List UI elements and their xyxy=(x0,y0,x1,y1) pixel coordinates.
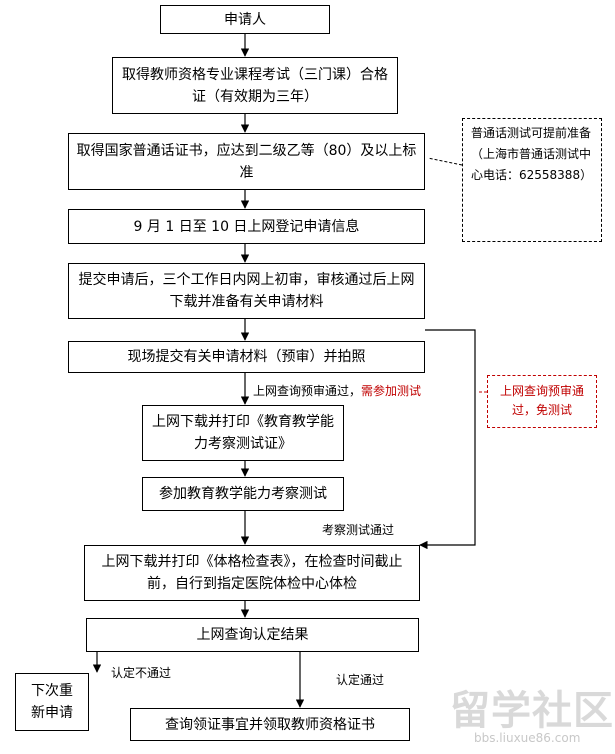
box-step2: 取得国家普通话证书，应达到二级乙等（80）及以上标准 xyxy=(68,133,425,190)
box-step8: 上网下载并打印《体格检查表》，在检查时间截止前，自行到指定医院体检中心体检 xyxy=(84,545,420,601)
label-need-test-red: 需参加测试 xyxy=(361,384,422,398)
label-preaudit-text: 上网查询预审通过， xyxy=(253,384,362,398)
box-fail-reapply: 下次重新申请 xyxy=(15,673,89,731)
box-step7: 参加教育教学能力考察测试 xyxy=(142,477,344,511)
watermark-logo: 留学社区 xyxy=(450,688,614,734)
label-preaudit-need-test: 上网查询预审通过，需参加测试 xyxy=(253,382,421,399)
box-step1: 取得教师资格专业课程考试（三门课）合格证（有效期为三年） xyxy=(112,57,398,114)
label-not-passed: 认定不通过 xyxy=(111,666,172,680)
box-step9: 上网查询认定结果 xyxy=(86,618,419,652)
note-connector-mandarin xyxy=(427,157,463,166)
label-passed: 认定通过 xyxy=(336,673,385,687)
box-applicant: 申请人 xyxy=(160,5,330,34)
box-final: 查询领证事宜并领取教师资格证书 xyxy=(130,708,410,741)
note-exempt: 上网查询预审通过，免测试 xyxy=(487,375,597,428)
label-test-passed: 考察测试通过 xyxy=(322,523,395,537)
watermark-url: bbs.liuxue86.com xyxy=(474,731,581,745)
box-step6: 上网下载并打印《教育教学能力考察测试证》 xyxy=(142,405,344,461)
arrow-bypass-to-step8 xyxy=(419,329,476,550)
box-step5: 现场提交有关申请材料（预审）并拍照 xyxy=(68,341,425,373)
box-step4: 提交申请后，三个工作日内网上初审，审核通过后上网下载并准备有关申请材料 xyxy=(68,263,425,319)
box-step3: 9 月 1 日至 10 日上网登记申请信息 xyxy=(68,209,425,244)
note-mandarin-test: 普通话测试可提前准备（上海市普通话测试中心电话：62558388） xyxy=(462,118,602,242)
